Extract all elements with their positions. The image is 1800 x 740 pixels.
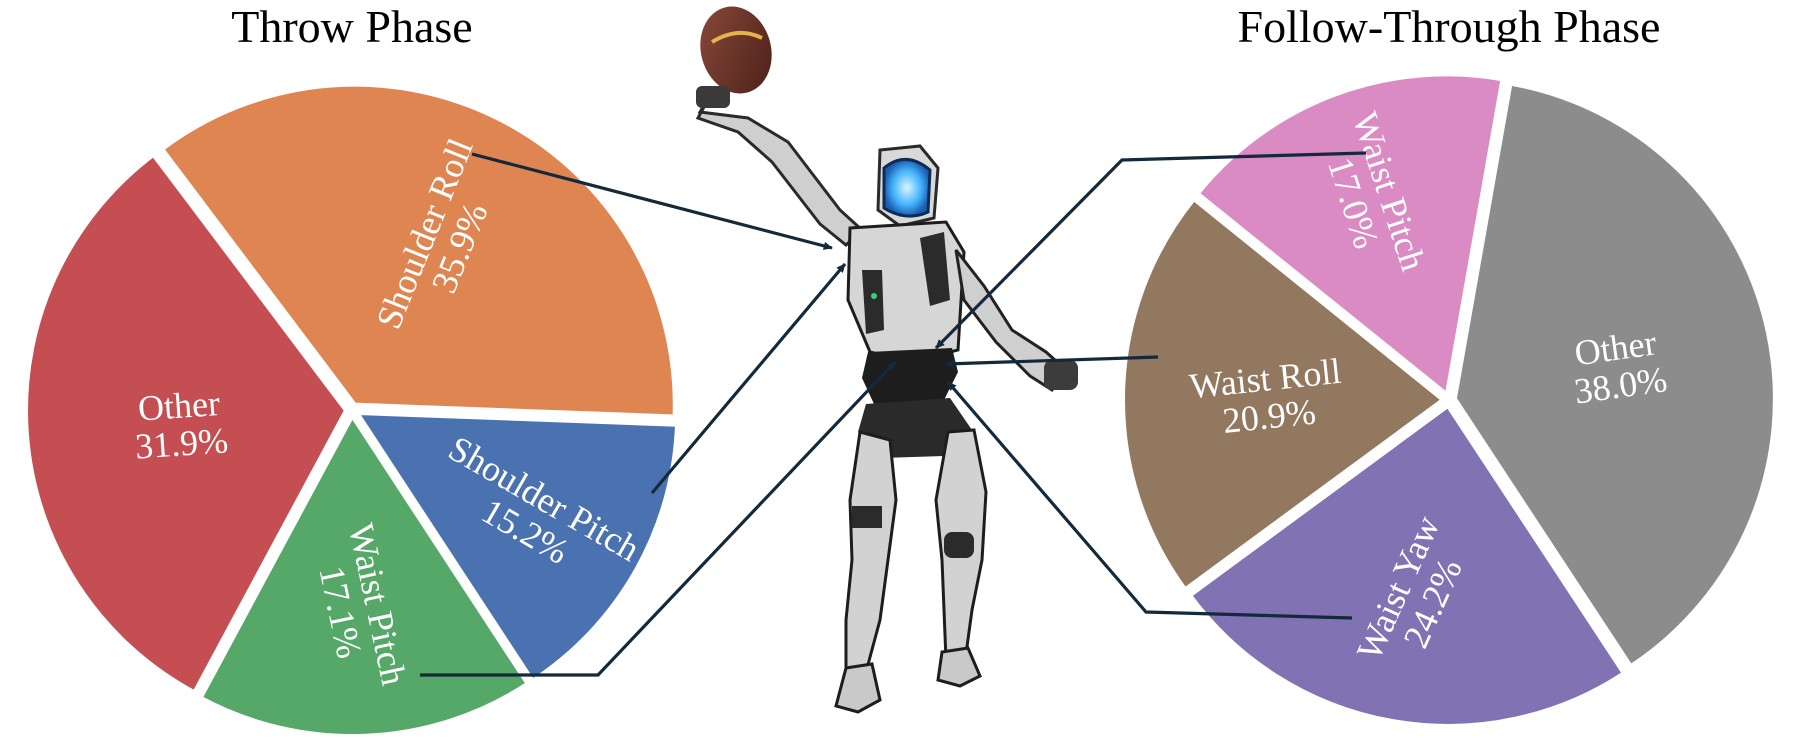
throw-phase-title: Throw Phase xyxy=(231,1,472,52)
arrow-throw-shoulder-roll xyxy=(471,152,833,250)
follow-slice-waist-roll xyxy=(1121,196,1447,593)
slice-name: Other xyxy=(137,383,222,429)
arrow-throw-waist-pitch xyxy=(420,360,897,677)
leader-lines xyxy=(420,151,1367,677)
follow-slice-label-other: Other38.0% xyxy=(1567,322,1670,412)
humanoid-robot-image xyxy=(695,6,1078,714)
arrow-follow-waist-roll xyxy=(945,355,1159,368)
follow-through-phase-pie: Other38.0%Waist Yaw24.2%Waist Roll20.9%W… xyxy=(1121,72,1777,728)
throw-slice-shoulder-roll xyxy=(159,82,677,419)
slice-value: 31.9% xyxy=(134,420,230,466)
throw-slice-label-other: Other31.9% xyxy=(131,383,229,467)
arrow-follow-waist-pitch xyxy=(934,151,1367,350)
follow-through-phase-title: Follow-Through Phase xyxy=(1238,1,1661,52)
slice-value: 20.9% xyxy=(1221,391,1318,441)
football-icon xyxy=(700,6,772,94)
follow-slice-other xyxy=(1452,81,1777,669)
throw-phase-pie: Shoulder Roll35.9%Shoulder Pitch15.2%Wai… xyxy=(24,82,680,738)
follow-slice-waist-yaw xyxy=(1187,403,1627,728)
throw-slice-other xyxy=(24,152,349,695)
arrow-follow-waist-yaw xyxy=(946,380,1353,620)
arrow-throw-shoulder-pitch xyxy=(650,262,847,495)
throw-slice-shoulder-pitch xyxy=(353,410,680,684)
throw-slice-waist-pitch xyxy=(197,412,531,738)
